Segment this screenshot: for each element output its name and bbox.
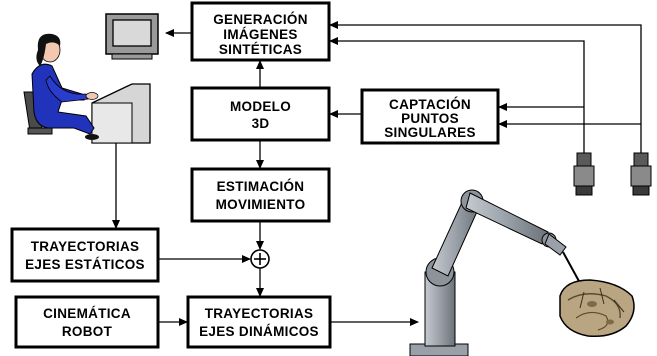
skull-object-icon (559, 279, 635, 338)
block-captacion-line-2: PUNTOS (401, 111, 459, 126)
block-tray-estaticos-line-2: EJES ESTÁTICOS (25, 257, 145, 272)
camera-right-icon (630, 152, 652, 196)
block-cinematica-line-2: ROBOT (62, 324, 113, 339)
camera-left-icon (573, 152, 595, 196)
block-modelo-line-2: 3D (252, 116, 270, 131)
block-generacion-imagenes: GENERACIÓN IMÁGENES SINTÉTICAS (190, 1, 331, 62)
arrow-camera-right-to-generacion (329, 21, 642, 153)
block-trayectorias-ejes-estaticos: TRAYECTORIAS EJES ESTÁTICOS (10, 227, 160, 283)
summing-junction (250, 249, 270, 269)
block-trayectorias-ejes-dinamicos: TRAYECTORIAS EJES DINÁMICOS (186, 295, 332, 349)
block-estimacion-line-2: MOVIMIENTO (216, 197, 306, 212)
block-modelo-line-1: MODELO (230, 99, 291, 114)
monitor-icon (105, 13, 159, 60)
block-captacion-line-3: SINGULARES (384, 125, 476, 140)
connectors (112, 21, 642, 326)
block-tray-dinamicos-line-1: TRAYECTORIAS (205, 306, 314, 321)
block-tray-estaticos-line-1: TRAYECTORIAS (31, 239, 140, 254)
block-generacion-line-1: GENERACIÓN (213, 12, 308, 27)
block-modelo-3d: MODELO 3D (190, 86, 331, 142)
arrow-camera-left-to-generacion (329, 37, 585, 153)
block-cinematica-robot: CINEMÁTICA ROBOT (14, 295, 160, 349)
block-cinematica-line-1: CINEMÁTICA (43, 306, 131, 321)
robot-arm-icon (409, 189, 581, 356)
block-generacion-line-3: SINTÉTICAS (219, 42, 302, 57)
block-estimacion-movimiento: ESTIMACIÓN MOVIMIENTO (190, 167, 331, 223)
block-captacion-puntos: CAPTACIÓN PUNTOS SINGULARES (360, 88, 500, 145)
block-estimacion-line-1: ESTIMACIÓN (217, 179, 305, 194)
operator-at-console-icon (23, 33, 151, 144)
block-captacion-line-1: CAPTACIÓN (389, 97, 471, 112)
block-tray-dinamicos-line-2: EJES DINÁMICOS (199, 324, 319, 339)
block-generacion-line-2: IMÁGENES (223, 27, 297, 42)
